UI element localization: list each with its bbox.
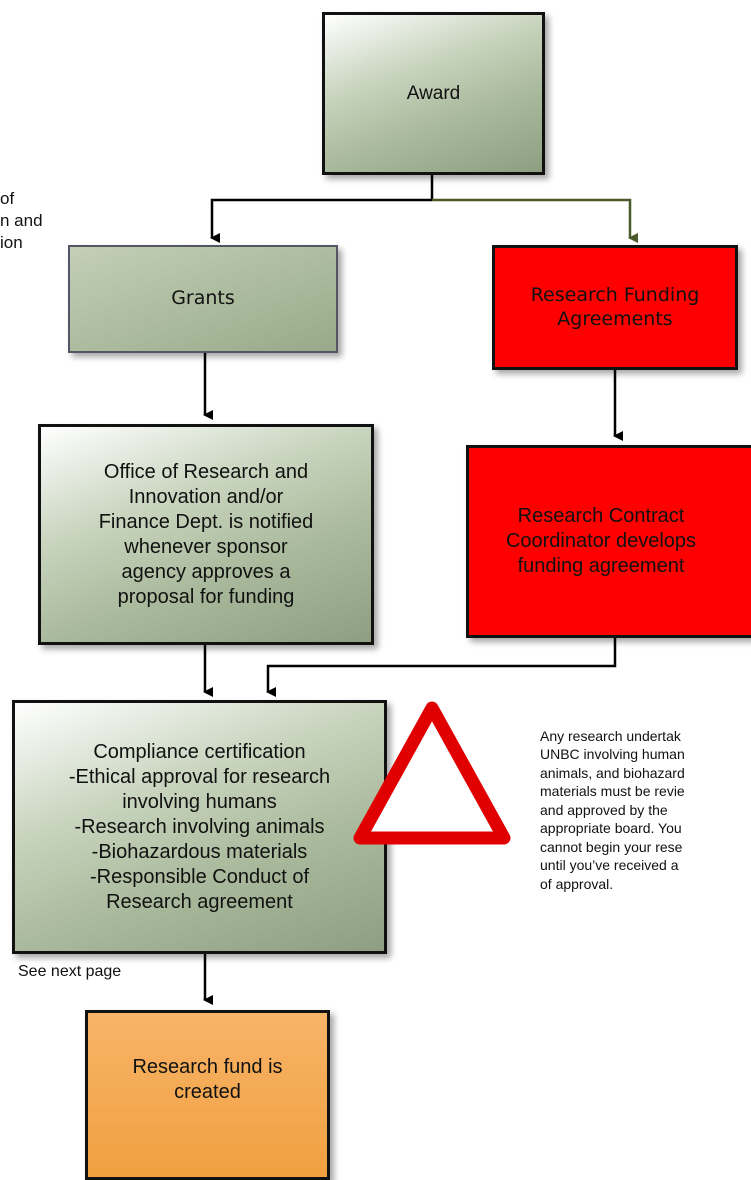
warning-note: Any research undertak UNBC involving hum… bbox=[540, 728, 685, 892]
warning-triangle-icon bbox=[353, 701, 511, 845]
research-funding-agreements-label: Research Funding Agreements bbox=[530, 283, 700, 330]
office-notified-box: Office of Research and Innovation and/or… bbox=[38, 424, 374, 645]
contract-coordinator-label: Research Contract Coordinator develops f… bbox=[505, 505, 697, 577]
grants-box: Grants bbox=[68, 245, 338, 353]
office-notified-label: Office of Research and Innovation and/or… bbox=[98, 460, 314, 608]
grants-label: Grants bbox=[171, 287, 235, 310]
award-box: Award bbox=[322, 12, 545, 175]
side-note: of n and ion bbox=[0, 189, 43, 253]
research-funding-agreements-box: Research Funding Agreements bbox=[492, 245, 738, 370]
award-label: Award bbox=[406, 82, 461, 104]
compliance-box: Compliance certification -Ethical approv… bbox=[12, 700, 387, 954]
see-next-page-note: See next page bbox=[18, 963, 122, 980]
compliance-label: Compliance certification -Ethical approv… bbox=[68, 740, 331, 913]
contract-coordinator-box: Research Contract Coordinator develops f… bbox=[466, 445, 751, 638]
connector-coordinator-compliance bbox=[266, 638, 617, 697]
fund-created-label: Research fund is created bbox=[132, 1056, 283, 1103]
connector-award-split bbox=[210, 175, 638, 243]
fund-created-box: Research fund is created bbox=[85, 1010, 330, 1180]
